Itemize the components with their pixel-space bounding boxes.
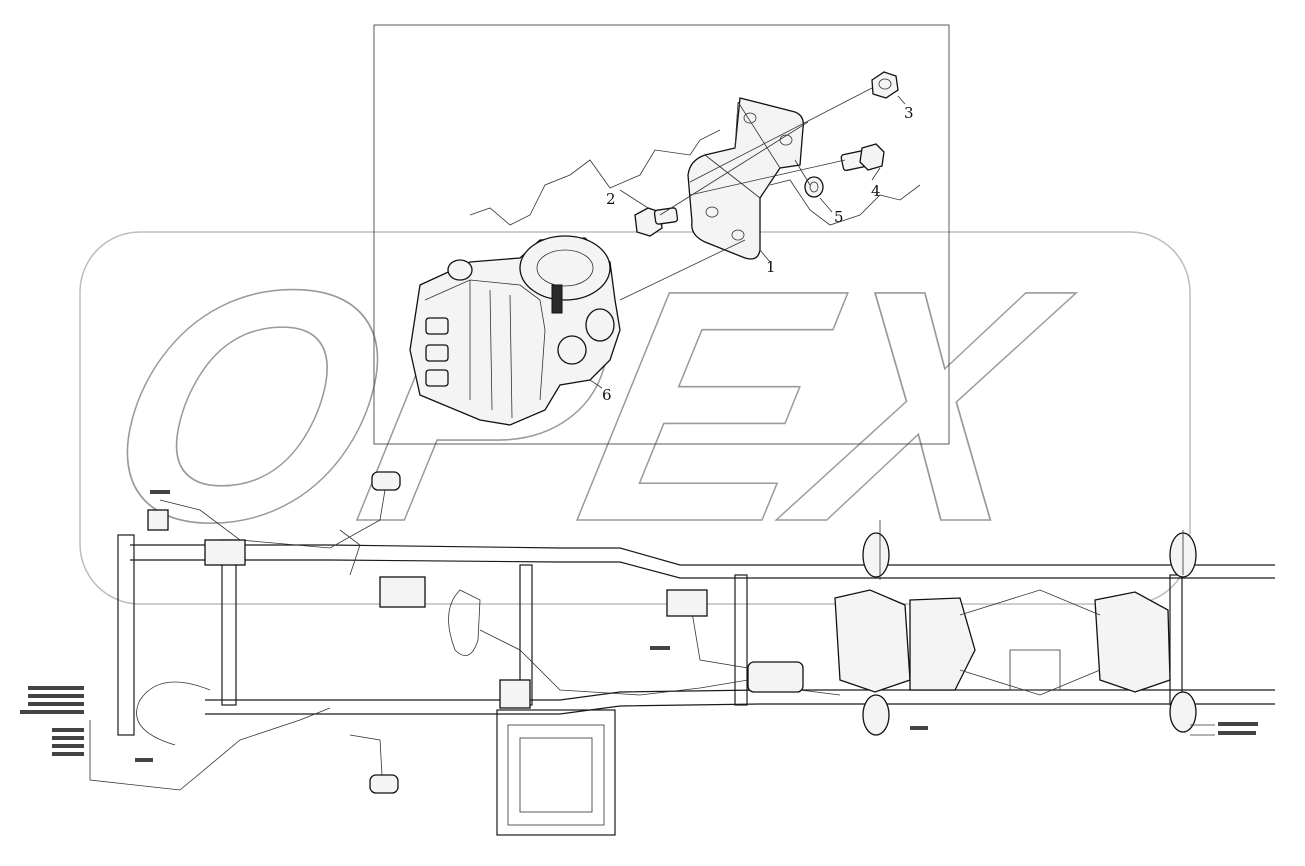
callout-5: 5 (834, 208, 844, 226)
rear-axle-2 (959, 532, 1197, 733)
callout-3: 3 (904, 104, 914, 122)
bolt-part-4 (840, 143, 885, 172)
watermark: OPEX (79, 221, 1191, 605)
battery-box (496, 709, 616, 836)
callout-1: 1 (766, 258, 776, 276)
rear-axle-1 (834, 532, 976, 736)
callout-6: 6 (602, 386, 612, 404)
leader-lines (589, 87, 906, 389)
left-labels (20, 490, 1258, 762)
nut-part-3 (871, 71, 899, 99)
valve-module-part-6 (409, 235, 621, 426)
detail-frame (373, 24, 950, 445)
break-line-upper (469, 129, 721, 226)
washer-part-5 (804, 176, 824, 198)
callout-2: 2 (606, 190, 616, 208)
break-line-lower (769, 179, 921, 226)
air-tanks (147, 471, 804, 794)
bolt-part-2 (634, 207, 679, 237)
callout-4: 4 (871, 182, 881, 200)
